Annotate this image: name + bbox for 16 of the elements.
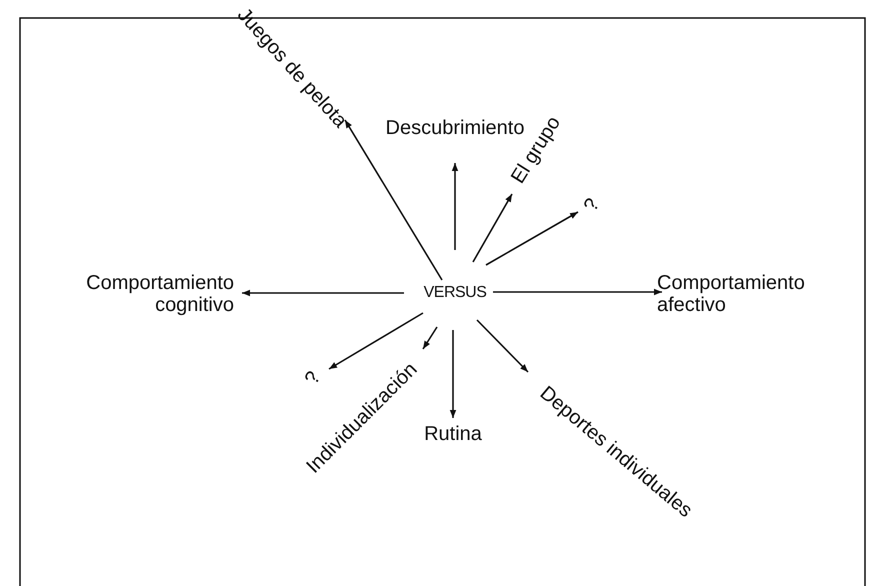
arrow — [472, 194, 513, 262]
branch-label: Comportamiento cognitivo — [62, 272, 234, 316]
center-label: VERSUS — [424, 282, 486, 304]
arrow — [328, 312, 424, 370]
arrow — [344, 120, 443, 280]
branch-label: ? — [580, 194, 604, 216]
arrow — [242, 290, 404, 296]
arrow — [476, 319, 529, 373]
branch-label: Rutina — [424, 423, 482, 445]
arrow — [422, 326, 438, 350]
arrow — [493, 288, 662, 296]
arrow — [450, 330, 456, 418]
arrow — [486, 211, 578, 266]
branch-label: Comportamiento afectivo — [657, 272, 807, 316]
branch-label: Descubrimiento — [386, 117, 524, 139]
arrow — [452, 163, 458, 250]
